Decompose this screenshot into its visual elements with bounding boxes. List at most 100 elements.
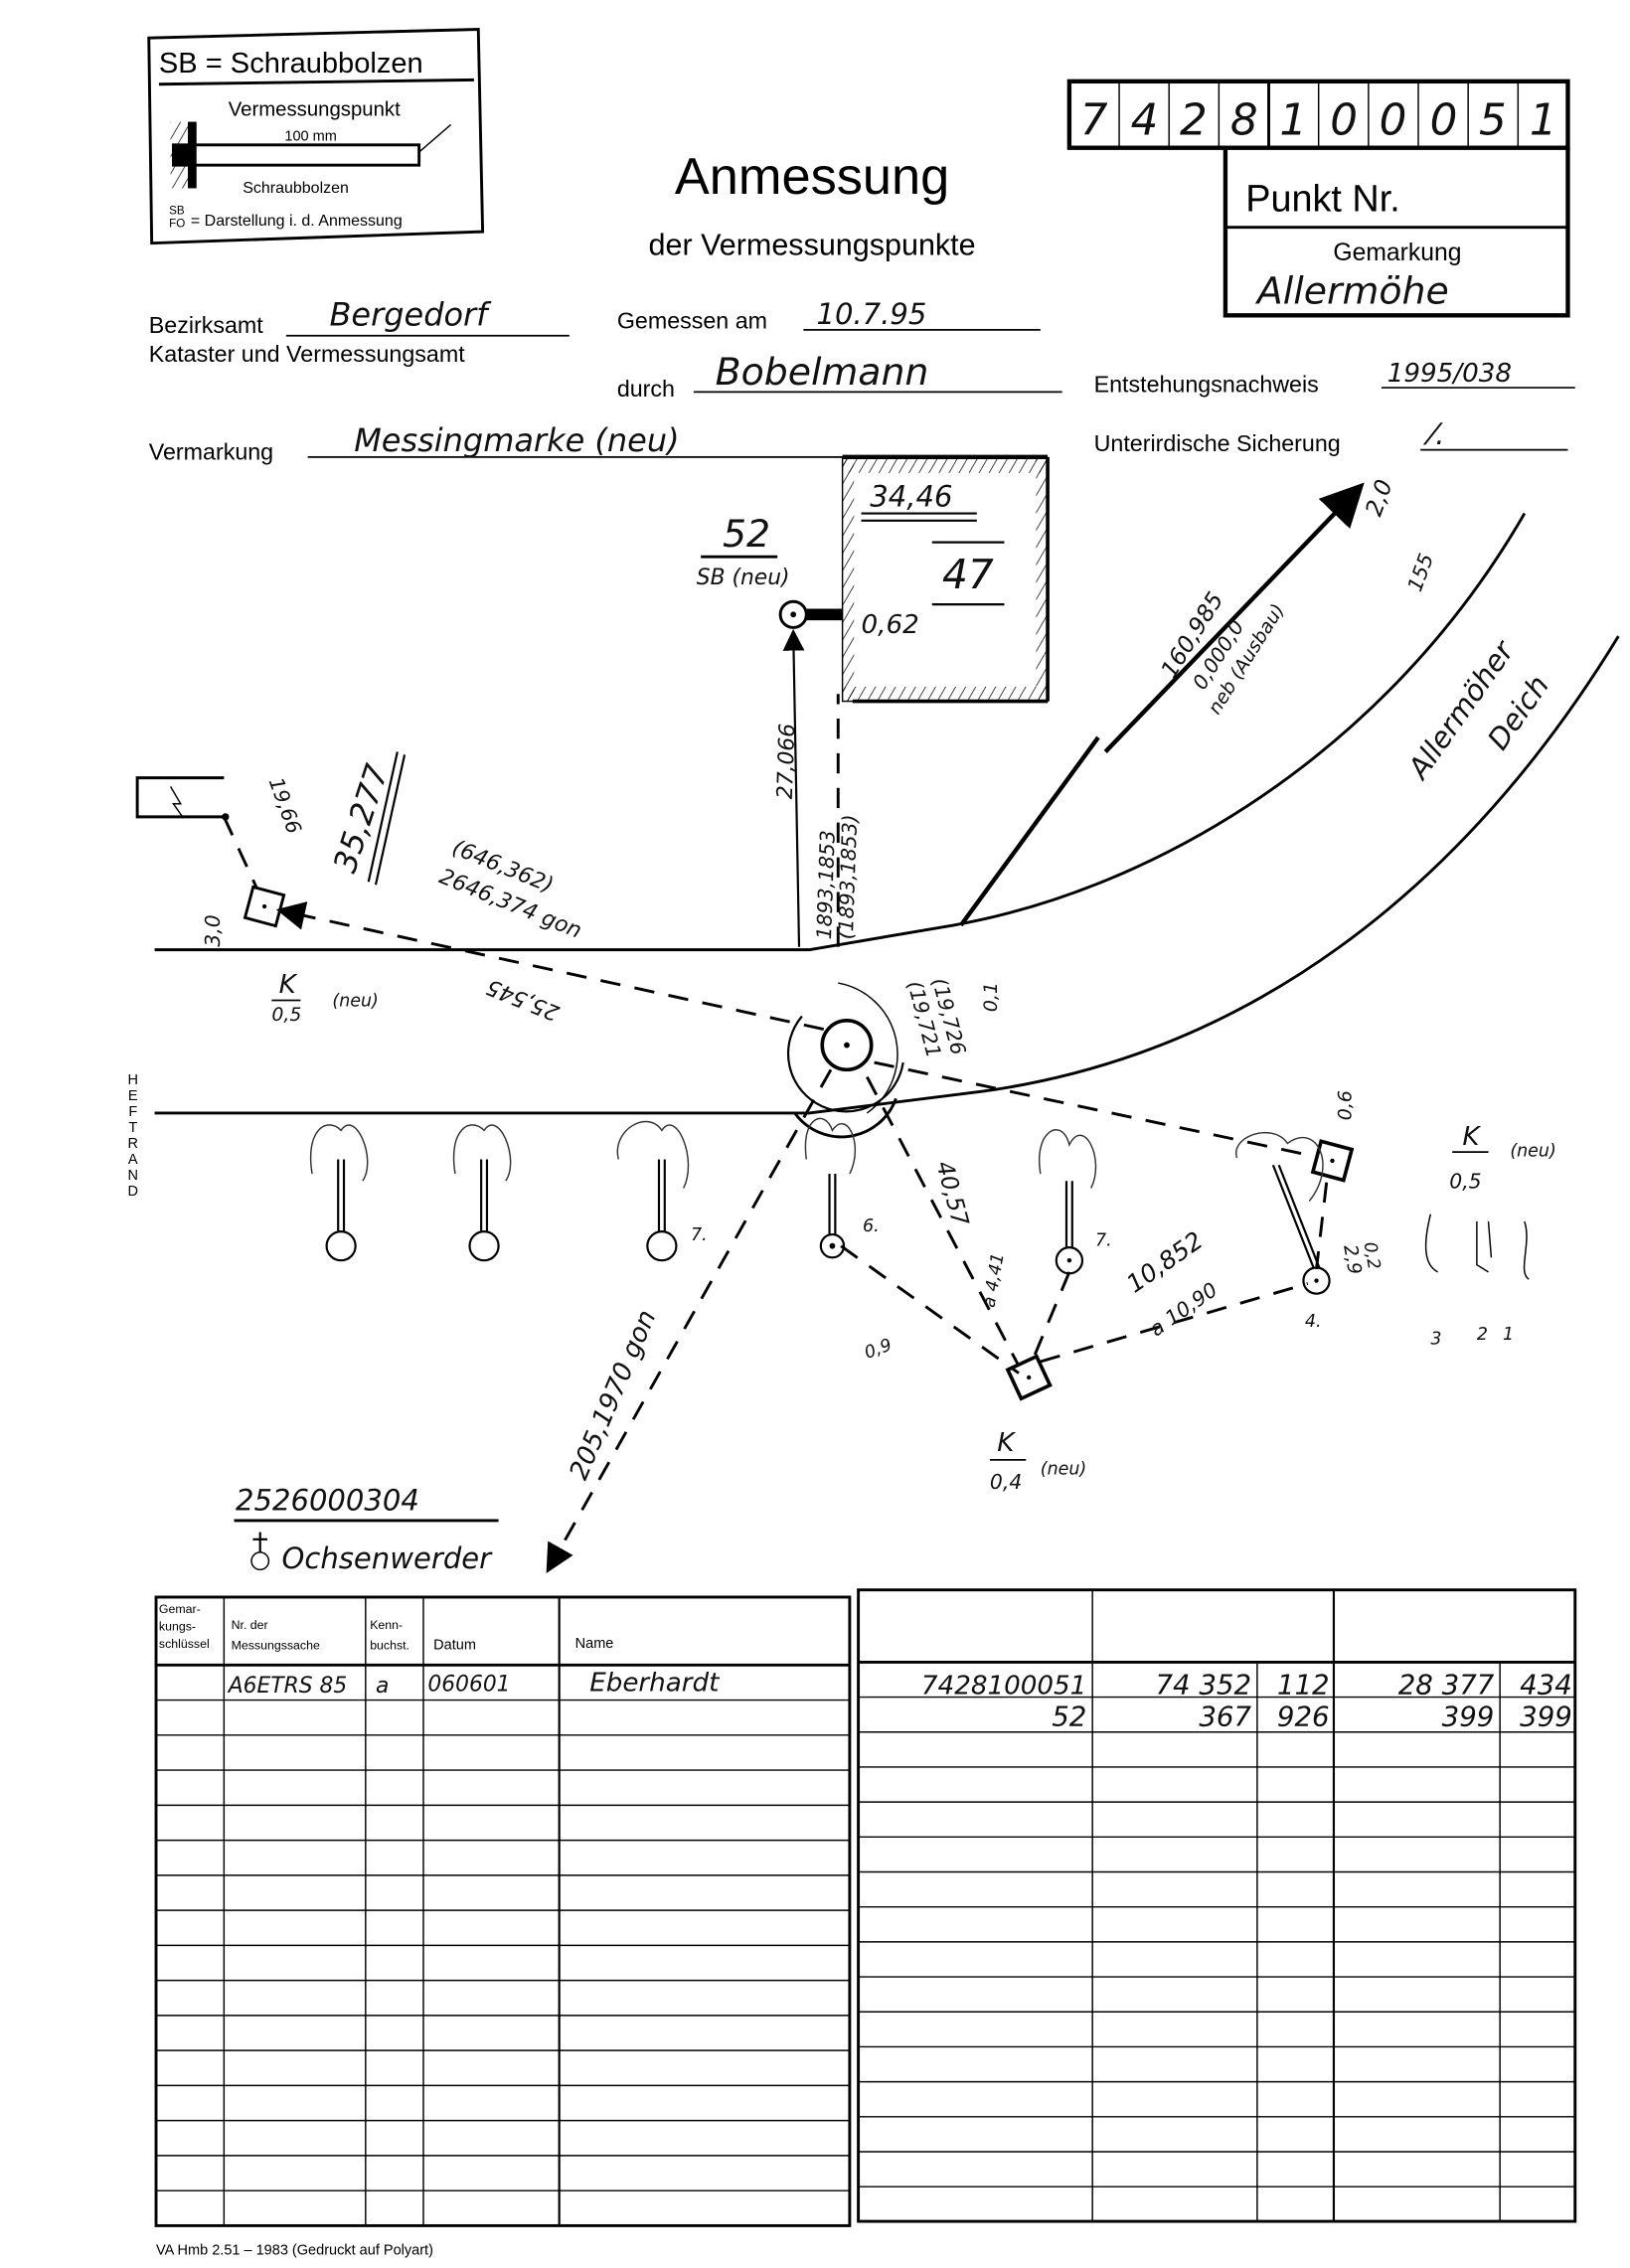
- ref-place: Ochsenwerder: [282, 1541, 494, 1575]
- building-47: 34,46 47 0,62: [841, 454, 1050, 704]
- durch-signature: Bobelmann: [716, 350, 929, 394]
- table-right: 7428100051 74 352 112 28 377 434 52 367 …: [857, 1588, 1577, 2223]
- dist-25: 25,545: [483, 974, 563, 1026]
- survey-sketch: 34,46 47 0,62 52 SB (neu): [128, 454, 1620, 1575]
- dir-205: 205,1970 gon: [565, 1306, 663, 1485]
- ref-point-number: 2526000304: [236, 1484, 419, 1518]
- cell-coord-y-mm: 926: [1277, 1700, 1330, 1732]
- k-right-label: K: [1462, 1122, 1481, 1152]
- legend-symbol: SB: [169, 205, 185, 218]
- k-point-left: [243, 885, 286, 928]
- point-digit: 1: [1530, 96, 1557, 146]
- k-bottom-neu: (neu): [1041, 1459, 1086, 1479]
- dist-35: 35,277: [326, 759, 397, 878]
- entstehung-value: 1995/038: [1387, 359, 1512, 389]
- cell-coord-x: 399: [1442, 1700, 1495, 1732]
- building-offset: 0,62: [862, 610, 919, 640]
- k-point-bottom: [1005, 1354, 1053, 1401]
- header-kennbuchst: Kenn-: [370, 1618, 403, 1632]
- header-datum: Datum: [433, 1637, 476, 1653]
- cell-coord-y: 367: [1199, 1700, 1251, 1732]
- point-digit: 5: [1479, 96, 1507, 146]
- gemarkung-label: Gemarkung: [1333, 240, 1461, 266]
- legend-symbol-sub: FO: [169, 218, 185, 231]
- k-right-neu: (neu): [1510, 1142, 1555, 1162]
- page-title: Anmessung: [675, 148, 949, 206]
- dist-19: 19,66: [264, 774, 306, 837]
- legend-length: 100 mm: [284, 128, 336, 144]
- point-52-type: SB (neu): [697, 566, 790, 590]
- tree-label: 6.: [863, 1216, 880, 1236]
- table-left: Gemar- kungs- schlüssel Nr. der Messungs…: [154, 1595, 852, 2227]
- form-fields: Bezirksamt Bergedorf Kataster und Vermes…: [149, 296, 1575, 465]
- k-bottom-value: 0,4: [990, 1470, 1022, 1494]
- legend-title: SB = Schraubbolzen: [159, 48, 423, 80]
- heftrand-letter: F: [128, 1104, 137, 1120]
- road-edge-lower: [154, 635, 1620, 1115]
- durch-label: durch: [617, 376, 675, 402]
- dist-02: 0,2: [1360, 1240, 1385, 1271]
- cell-coord-y-mm: 112: [1277, 1668, 1330, 1701]
- dist-1893: 1893,1853: [812, 830, 840, 940]
- tree-label: 7.: [1095, 1231, 1112, 1251]
- k-left-value: 0,5: [271, 1004, 301, 1026]
- k-right-value: 0,5: [1449, 1170, 1481, 1194]
- dist-29: 2,9: [1339, 1243, 1366, 1276]
- point-52-number: 52: [723, 512, 770, 556]
- k-bottom-label: K: [997, 1428, 1016, 1458]
- point-number-box: 7 4 2 8 1 0 0 0 5 1 Punkt Nr. Gemarkung …: [1066, 79, 1570, 318]
- point-digit: 0: [1330, 96, 1358, 146]
- legend-box: SB = Schraubbolzen Vermessungspunkt 100 …: [147, 28, 485, 245]
- heftrand-letter: T: [128, 1120, 137, 1136]
- cell-messungssache: A6ETRS 85: [227, 1674, 348, 1699]
- bolt-icon: [172, 143, 421, 167]
- cell-coord-y: 74 352: [1155, 1668, 1251, 1701]
- dist-01: 0,1: [980, 982, 1002, 1012]
- bezirksamt-value: Bergedorf: [329, 296, 492, 334]
- cell-datum: 060601: [427, 1672, 510, 1697]
- cell-kennbuchst: a: [376, 1674, 389, 1699]
- dist-09: 0,9: [862, 1336, 895, 1364]
- dist-27: 27,066: [773, 724, 801, 800]
- point-label: Punkt Nr.: [1245, 179, 1399, 221]
- road-edge-upper: [154, 512, 1527, 952]
- heftrand-letter: R: [128, 1136, 138, 1152]
- point-digit: 8: [1230, 96, 1258, 146]
- header-gemarkung: schlüssel: [159, 1637, 210, 1651]
- page-subtitle: der Vermessungspunkte: [649, 228, 976, 261]
- legend-bolt: Schraubbolzen: [243, 180, 349, 197]
- ref-top-b: 155: [1402, 551, 1438, 595]
- vermarkung-value: Messingmarke (neu): [354, 421, 679, 459]
- line-to-k-left: [275, 901, 825, 1032]
- dist-441: a 4,41: [980, 1251, 1009, 1309]
- point-digit: 0: [1380, 96, 1407, 146]
- legend-symbol-text: = Darstellung i. d. Anmessung: [191, 213, 403, 230]
- heftrand-letter: H: [128, 1072, 138, 1088]
- office-label: Kataster und Vermessungsamt: [149, 341, 465, 367]
- point-digit: 4: [1131, 96, 1159, 146]
- electric-box-icon: [135, 776, 230, 821]
- heftrand-letter: E: [128, 1088, 138, 1104]
- heftrand-letter: A: [128, 1152, 138, 1168]
- dist-4057: 40,57: [930, 1158, 973, 1228]
- gemarkung-value: Allermöhe: [1254, 269, 1449, 313]
- bezirksamt-label: Bezirksamt: [149, 312, 264, 338]
- form-footer: VA Hmb 2.51 – 1983 (Gedruckt auf Polyart…: [156, 2243, 433, 2259]
- marker-posts-icon: [1424, 1214, 1530, 1280]
- dist-1090: a 10,90: [1145, 1277, 1222, 1341]
- header-gemarkung: Gemar-: [159, 1602, 201, 1616]
- header-messungssache: Nr. der: [232, 1618, 268, 1632]
- direction-arrow: [1103, 482, 1365, 753]
- line-to-k-right: [874, 1060, 1316, 1158]
- gemessen-value: 10.7.95: [816, 297, 926, 331]
- cell-coord-x: 28 377: [1398, 1668, 1495, 1701]
- heftrand-letter: N: [128, 1168, 138, 1184]
- cell-point-number: 7428100051: [921, 1671, 1086, 1701]
- k-point-right: [1310, 1139, 1355, 1183]
- ref-top: 2,0: [1361, 476, 1398, 520]
- marker-number: 3: [1430, 1330, 1441, 1350]
- sicherung-value: ⁄.: [1422, 417, 1444, 451]
- marker-number: 2: [1477, 1325, 1488, 1345]
- point-digit: 0: [1430, 96, 1458, 146]
